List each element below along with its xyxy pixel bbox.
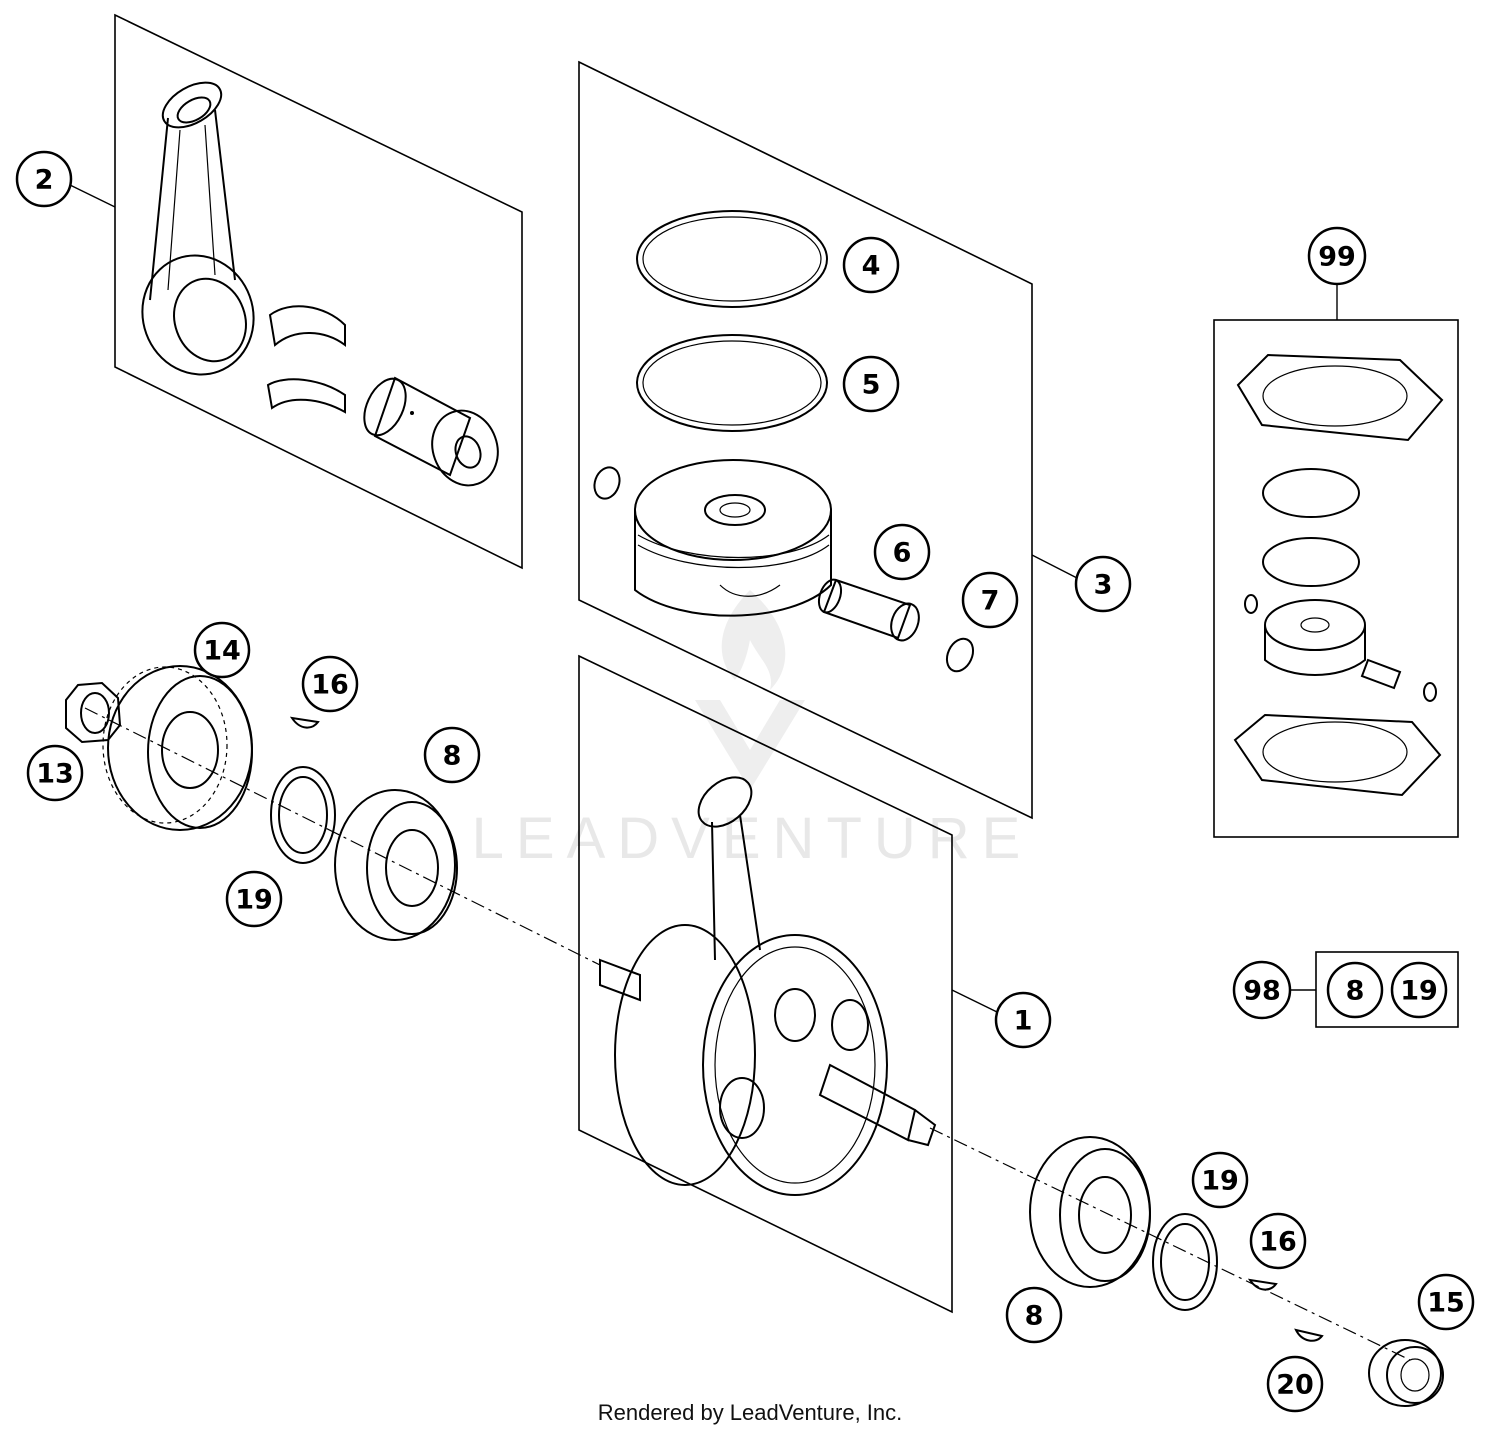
callout-13[interactable]: 13 <box>26 744 84 802</box>
nut-part <box>65 681 122 744</box>
callout-8-right-label: 8 <box>1025 1301 1044 1332</box>
callout-20-label: 20 <box>1276 1370 1314 1401</box>
watermark-text: LEADVENTURE <box>472 806 1033 871</box>
callout-19-left-label: 19 <box>235 885 273 916</box>
gear-part <box>102 665 253 831</box>
callout-16-right[interactable]: 16 <box>1249 1212 1307 1270</box>
callout-13-label: 13 <box>36 759 74 790</box>
panel-gasket-kit <box>1213 319 1459 838</box>
callout-6-label: 6 <box>893 538 912 569</box>
callout-20[interactable]: 20 <box>1266 1355 1324 1413</box>
kit-circlip-left <box>1244 594 1258 614</box>
callout-15[interactable]: 15 <box>1417 1273 1475 1331</box>
callout-15-label: 15 <box>1427 1288 1465 1319</box>
woodruff-key-right <box>1247 1278 1278 1291</box>
head-gasket-part <box>1236 353 1444 442</box>
woodruff-key-left <box>289 716 320 729</box>
callout-99[interactable]: 99 <box>1307 226 1367 286</box>
callout-14-label: 14 <box>203 636 241 667</box>
panel-piston <box>578 60 1033 820</box>
footer-credit: Rendered by LeadVenture, Inc. <box>597 1400 903 1425</box>
callout-99-label: 99 <box>1318 242 1356 273</box>
watermark: LEADVENTURE <box>472 590 1033 871</box>
callout-7[interactable]: 7 <box>961 571 1019 629</box>
bearing-left-part <box>334 789 458 941</box>
callout-8-right[interactable]: 8 <box>1005 1286 1063 1344</box>
piston-pin-part <box>363 376 499 487</box>
piston-part <box>634 459 832 617</box>
callout-1[interactable]: 1 <box>994 991 1052 1049</box>
seal-right-part <box>1152 1213 1218 1311</box>
callout-19-left[interactable]: 19 <box>225 870 283 928</box>
woodruff-key-lower <box>1294 1328 1324 1342</box>
callout-19-right-label: 19 <box>1201 1166 1239 1197</box>
callout-98-set-8[interactable]: 8 <box>1326 961 1384 1019</box>
piston-ring-second-part <box>636 334 828 432</box>
kit-ring-top <box>1262 468 1360 518</box>
callout-8-left[interactable]: 8 <box>423 726 481 784</box>
callout-16-left[interactable]: 16 <box>301 655 359 713</box>
kit-circlip-right <box>1423 682 1437 702</box>
axis-left <box>84 707 601 966</box>
drive-gear-part <box>1368 1339 1444 1407</box>
callout-8-left-label: 8 <box>443 741 462 772</box>
bearing-shells-part <box>266 305 346 414</box>
callout-6[interactable]: 6 <box>873 523 931 581</box>
kit-ring-second <box>1262 537 1360 587</box>
seal-left-part <box>270 766 336 864</box>
callout-4-label: 4 <box>862 251 881 282</box>
callout-2[interactable]: 2 <box>15 150 73 208</box>
kit-piston-part <box>1264 599 1366 676</box>
callout-7-label: 7 <box>981 586 1000 617</box>
circlip-left-part <box>593 466 621 500</box>
crankshaft-part <box>599 776 937 1196</box>
callout-5[interactable]: 5 <box>842 355 900 413</box>
callout-4[interactable]: 4 <box>842 236 900 294</box>
callout-1-label: 1 <box>1014 1006 1033 1037</box>
callout-98-set-19[interactable]: 19 <box>1390 961 1448 1019</box>
callout-16-right-label: 16 <box>1259 1227 1297 1258</box>
panel-connecting-rod <box>114 13 523 570</box>
panel-crankshaft <box>578 654 953 1314</box>
leader-lines <box>69 184 1338 1013</box>
callout-98[interactable]: 98 <box>1232 960 1292 1020</box>
circlip-right-part <box>945 637 975 673</box>
callout-16-left-label: 16 <box>311 670 349 701</box>
wrist-pin-part <box>817 578 920 642</box>
callout-98-set-8-label: 8 <box>1346 976 1365 1007</box>
piston-ring-top-part <box>636 210 828 308</box>
axis-right <box>929 1127 1411 1361</box>
callout-19-right[interactable]: 19 <box>1191 1151 1249 1209</box>
base-gasket-part <box>1233 713 1442 797</box>
connecting-rod-part <box>141 81 255 376</box>
callout-14[interactable]: 14 <box>193 621 251 679</box>
callout-98-set-19-label: 19 <box>1400 976 1438 1007</box>
bearing-right-part <box>1029 1136 1151 1288</box>
callout-5-label: 5 <box>862 370 881 401</box>
callout-3[interactable]: 3 <box>1074 555 1132 613</box>
callout-2-label: 2 <box>35 165 54 196</box>
callout-3-label: 3 <box>1094 570 1113 601</box>
kit-pin <box>1360 658 1402 690</box>
callout-98-label: 98 <box>1243 976 1281 1007</box>
